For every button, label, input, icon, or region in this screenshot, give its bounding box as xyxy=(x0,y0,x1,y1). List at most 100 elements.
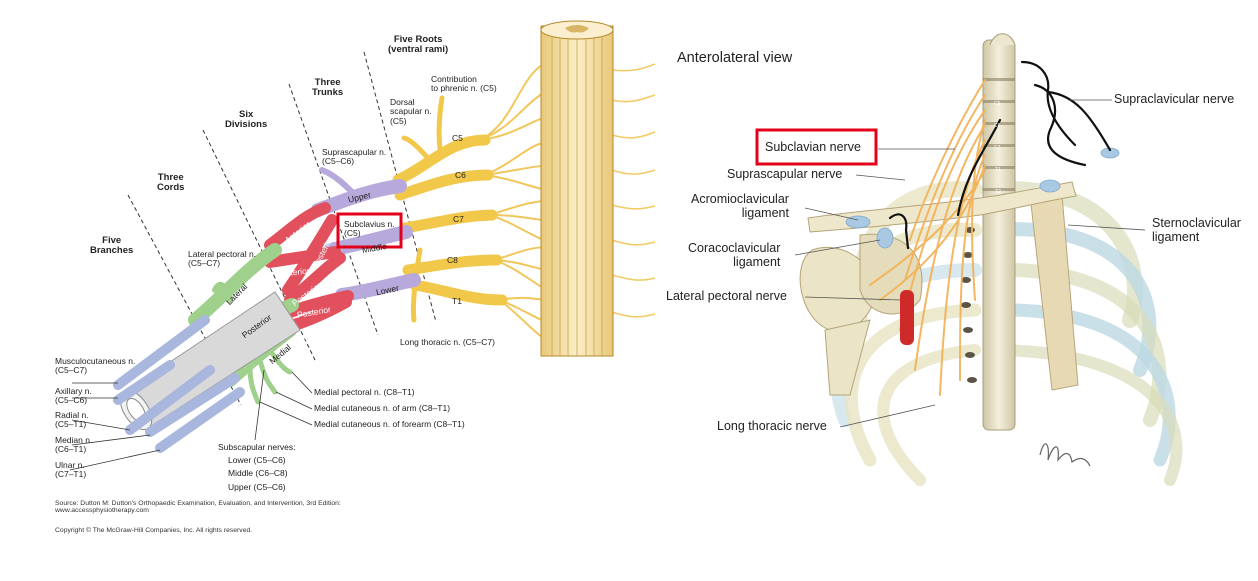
black-nerves xyxy=(888,60,1112,250)
label-line: (C7–T1) xyxy=(55,469,87,480)
root-label-c5: C5 xyxy=(452,133,463,143)
branch-axillary xyxy=(113,360,175,405)
humerus-shaft xyxy=(824,319,871,396)
label-phrenic-contribution: Contribution to phrenic n. (C5) xyxy=(431,74,497,94)
root-c7 xyxy=(399,209,498,234)
label-suprascapular-nerve: Suprascapular nerve xyxy=(727,167,843,181)
divider-divisions xyxy=(202,129,317,363)
label-ulnar-n: Ulnar n. (C7–T1) xyxy=(55,460,87,480)
label-line: Subscapular nerves: xyxy=(218,442,296,452)
label-axillary-n: Axillary n. (C5–C6) xyxy=(55,386,92,406)
root-c6 xyxy=(394,169,494,201)
root-c5 xyxy=(392,134,491,186)
header-line: Cords xyxy=(157,182,185,194)
artist-signature xyxy=(1039,443,1091,467)
cord-lateral xyxy=(188,243,282,327)
header-line: Three xyxy=(314,77,341,88)
grey-matter xyxy=(565,25,589,33)
branch-radial xyxy=(125,365,215,435)
root-branches xyxy=(401,95,445,323)
label-line: (C5–C7) xyxy=(188,258,221,269)
root-fibers-right xyxy=(611,63,656,318)
label-medial-cutaneous-arm: Medial cutaneous n. of arm (C8–T1) xyxy=(314,403,451,413)
label-line: Subclavius n. xyxy=(344,219,395,229)
header-line: (ventral rami) xyxy=(388,44,449,56)
label-line: Lateral pectoral n. xyxy=(188,249,257,259)
label-line: Radial n. xyxy=(55,410,89,420)
copyright-notice: Copyright © The McGraw-Hill Companies, I… xyxy=(55,527,253,534)
label-subclavius-n: Subclavius n. (C5) xyxy=(344,219,395,239)
label-line: scapular n. xyxy=(390,106,432,117)
label-line: (C5) xyxy=(390,115,407,126)
label-line: ligament xyxy=(1152,229,1200,244)
vertebra-label-c7: C7 xyxy=(994,145,1001,151)
lateral-pectoral-branch xyxy=(212,281,233,303)
label-line: Musculocutaneous n. xyxy=(55,356,136,366)
header-line: Six xyxy=(238,109,254,120)
label-supraclavicular-nerve: Supraclavicular nerve xyxy=(1114,92,1235,106)
label-line: Lower (C5–C6) xyxy=(228,455,286,466)
view-title: Anterolateral view xyxy=(677,50,793,66)
label-line: Suprascapular n. xyxy=(322,147,387,157)
medial-branches xyxy=(247,347,293,405)
label-line: Coracoclavicular xyxy=(688,241,781,255)
label-line: Upper (C5–C6) xyxy=(228,481,286,492)
cord-striations xyxy=(551,36,603,356)
sternum xyxy=(1029,194,1079,391)
header-line: Divisions xyxy=(225,119,268,131)
header-line: Trunks xyxy=(312,87,344,99)
label-line: Acromioclavicular xyxy=(691,192,789,206)
label-line: (C5–C6) xyxy=(322,156,355,167)
label-line: ligament xyxy=(733,254,781,269)
root-label-c8: C8 xyxy=(447,255,458,265)
header-five-branches: Five Branches xyxy=(90,235,133,257)
root-label-c6: C6 xyxy=(455,170,466,180)
vertebra-label-t2: T2 xyxy=(995,189,1001,195)
label-radial-n: Radial n. (C5–T1) xyxy=(55,410,89,430)
header-three-trunks: Three Trunks xyxy=(312,77,344,99)
label-line: (C5–T1) xyxy=(55,419,87,430)
header-six-divisions: Six Divisions xyxy=(225,109,268,131)
label-line: Contribution xyxy=(431,74,477,84)
label-coracoclavicular-ligament: Coracoclavicular ligament xyxy=(688,241,781,270)
branch-ulnar xyxy=(155,387,245,453)
label-line: Middle (C6–C8) xyxy=(228,468,288,479)
lateral-pectoral-mark xyxy=(900,290,914,345)
subclavius-highlight-box xyxy=(336,212,403,249)
label-line: Dorsal xyxy=(390,97,415,107)
source-citation: Source: Dutton M: Dutton's Orthopaedic E… xyxy=(55,500,341,515)
header-three-cords: Three Cords xyxy=(157,172,185,194)
label-sternoclavicular-ligament: Sternoclavicular ligament xyxy=(1152,216,1241,245)
label-median-n: Median n. (C6–T1) xyxy=(55,435,92,455)
label-dorsal-scapular: Dorsal scapular n. (C5) xyxy=(390,97,432,126)
brachial-plexus-diagram xyxy=(69,20,656,471)
label-line: Sternoclavicular xyxy=(1152,216,1241,230)
right-leader-lines xyxy=(794,99,1146,428)
branch-median xyxy=(145,373,240,437)
root-label-c7: C7 xyxy=(453,214,464,224)
header-line: Five xyxy=(102,235,122,246)
supraclavicular-nerve-path xyxy=(1020,60,1077,147)
label-acromioclavicular-ligament: Acromioclavicular ligament xyxy=(691,192,789,221)
long-thoracic-branch xyxy=(410,247,423,323)
division-upper-anterior xyxy=(264,202,331,251)
label-subscapular-nerves: Subscapular nerves: Lower (C5–C6) Middle… xyxy=(218,441,296,494)
vertebral-column xyxy=(961,33,1016,431)
divider-roots xyxy=(363,51,437,323)
phrenic-contribution-branch xyxy=(436,95,445,153)
label-line: (C5–C7) xyxy=(55,365,88,376)
subclavian-highlight-box xyxy=(755,128,878,166)
label-long-thoracic-n: Long thoracic n. (C5–C7) xyxy=(400,337,495,347)
vertebra-label-c5: C5 xyxy=(994,101,1001,107)
plexus-nerves xyxy=(869,79,986,396)
label-suprascapular-n: Suprascapular n. (C5–C6) xyxy=(322,147,387,167)
label-line: (C5) xyxy=(344,228,361,239)
header-line: Three xyxy=(157,172,184,183)
label-musculocutaneous-n: Musculocutaneous n. (C5–C7) xyxy=(55,356,136,376)
left-leader-lines xyxy=(69,369,313,471)
label-line: (C5–C6) xyxy=(55,395,88,406)
branch-musculocutaneous xyxy=(113,315,210,390)
label-line: to phrenic n. (C5) xyxy=(431,83,497,94)
